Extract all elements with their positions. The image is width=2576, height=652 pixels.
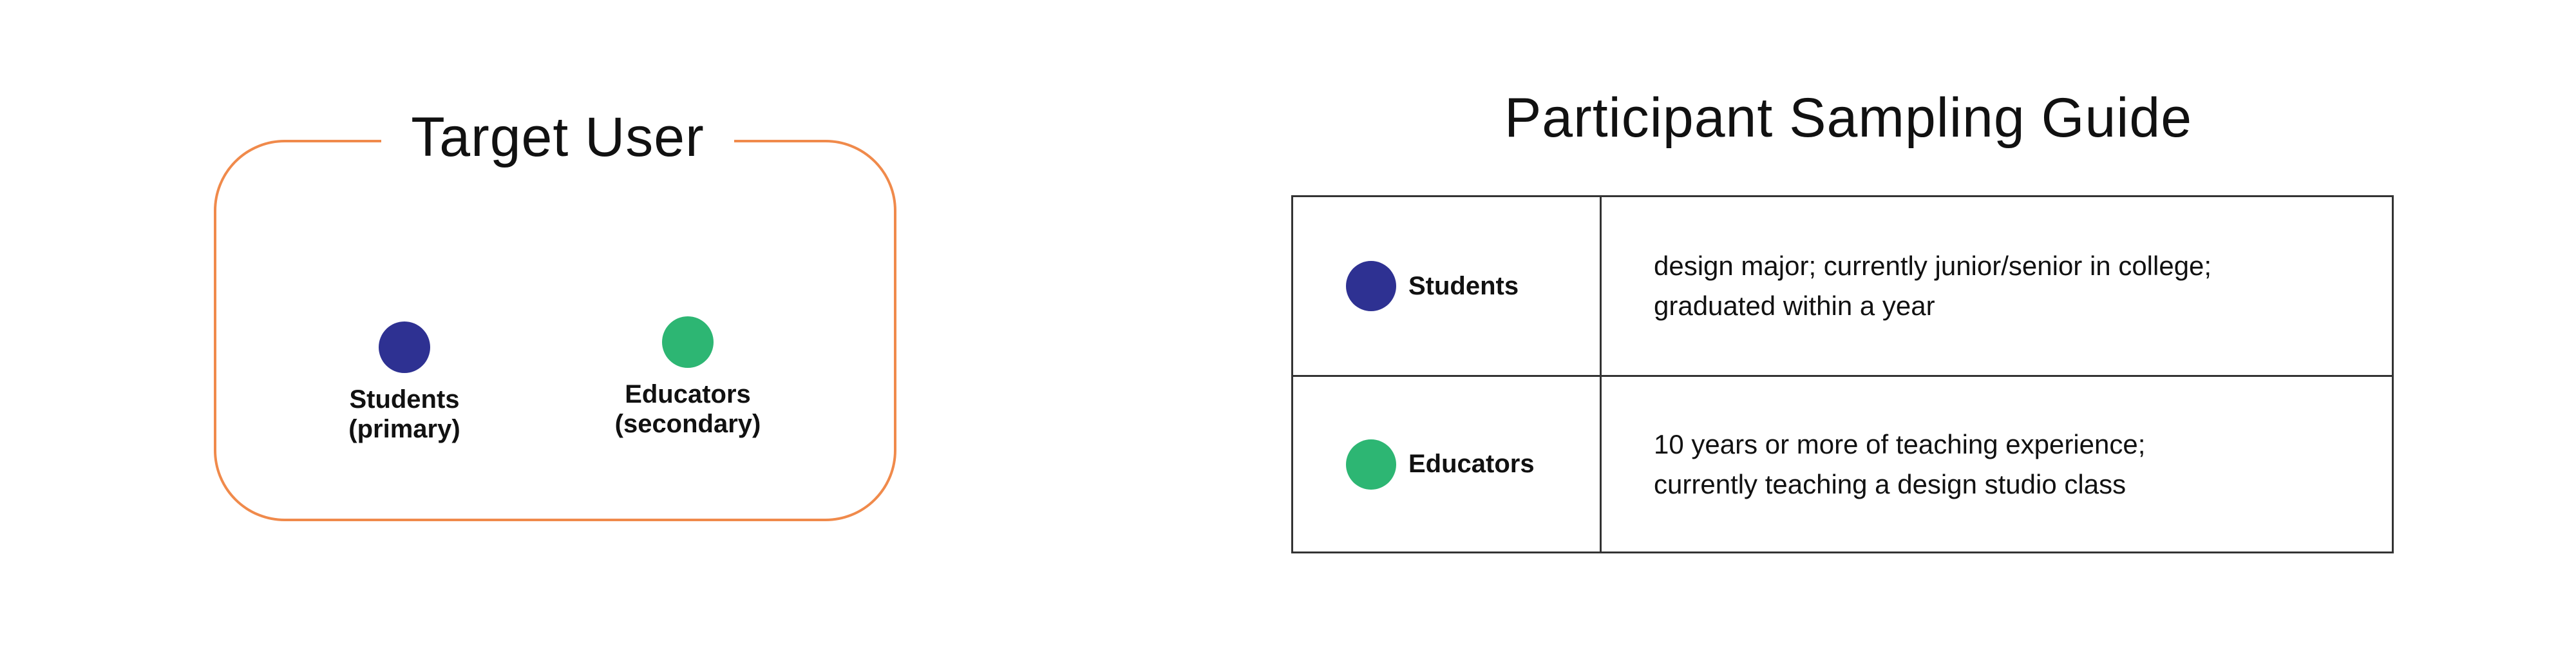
- students-dot-icon: [379, 321, 430, 373]
- students-role: (primary): [348, 415, 460, 443]
- criteria-line: design major; currently junior/senior in…: [1654, 251, 2212, 281]
- category-cell-students: Students: [1346, 197, 1519, 375]
- table-row-educators: Educators 10 years or more of teaching e…: [1293, 377, 2392, 551]
- criteria-line: 10 years or more of teaching experience;: [1654, 428, 2146, 459]
- target-user-educators: Educators (secondary): [572, 316, 804, 439]
- educators-dot-icon: [662, 316, 714, 368]
- criteria-cell-students: design major; currently junior/senior in…: [1654, 197, 2362, 375]
- educators-label: Educators: [625, 380, 751, 408]
- educators-role: (secondary): [614, 410, 761, 438]
- category-label-students: Students: [1408, 271, 1519, 300]
- column-divider: [1600, 197, 1602, 375]
- category-label-educators: Educators: [1408, 450, 1535, 478]
- students-row-dot-icon: [1346, 261, 1396, 311]
- criteria-cell-educators: 10 years or more of teaching experience;…: [1654, 377, 2362, 551]
- sampling-guide-title: Participant Sampling Guide: [1504, 87, 2193, 149]
- table-row-students: Students design major; currently junior/…: [1293, 197, 2392, 377]
- column-divider: [1600, 377, 1602, 551]
- category-cell-educators: Educators: [1346, 377, 1535, 551]
- criteria-line: currently teaching a design studio class: [1654, 468, 2126, 499]
- target-user-students: Students (primary): [289, 321, 520, 444]
- sampling-guide-table: Students design major; currently junior/…: [1291, 195, 2394, 553]
- educators-row-dot-icon: [1346, 439, 1396, 490]
- students-label: Students: [349, 385, 460, 414]
- target-user-title: Target User: [381, 102, 734, 173]
- criteria-line: graduated within a year: [1654, 291, 1935, 321]
